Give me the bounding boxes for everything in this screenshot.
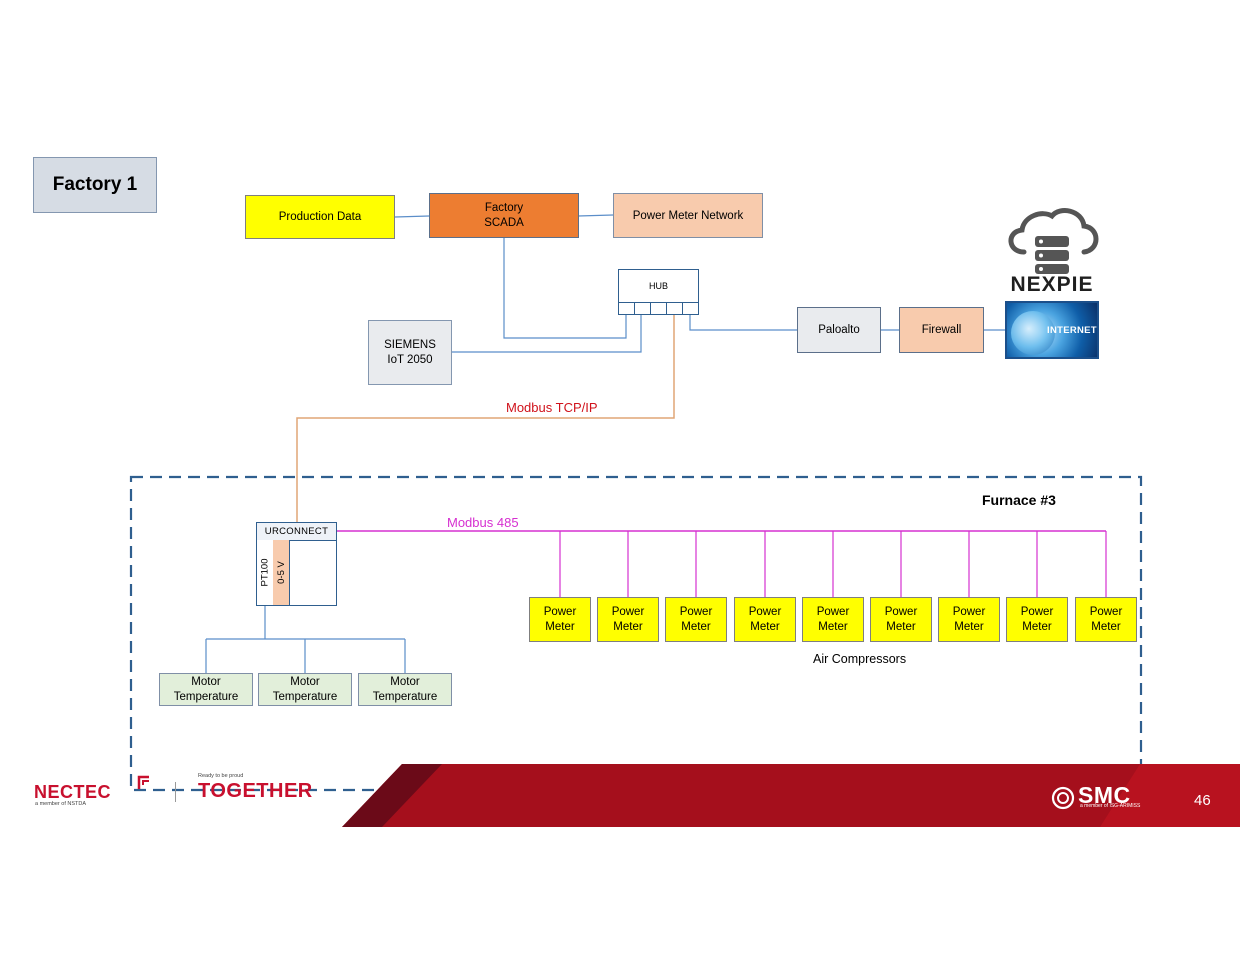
power-meter-label: Power Meter (543, 605, 577, 633)
pt100-slot: PT100 (257, 540, 274, 605)
factory-scada-label: Factory SCADA (484, 201, 524, 229)
power-meter-box: Power Meter (938, 597, 1000, 642)
motor-temperature-label: Motor Temperature (272, 675, 338, 703)
smc-logo-icon (1051, 786, 1075, 810)
power-meter-box: Power Meter (597, 597, 659, 642)
siemens-label: SIEMENS IoT 2050 (384, 338, 436, 366)
power-meter-label: Power Meter (816, 605, 850, 633)
link-production-scada (394, 215, 430, 218)
internet-label: INTERNET (1047, 325, 1097, 336)
power-meter-network-label: Power Meter Network (632, 209, 744, 222)
power-meter-label: Power Meter (748, 605, 782, 633)
power-meter-network-box: Power Meter Network (613, 193, 763, 238)
smc-logo: SMC (1078, 782, 1131, 808)
volt-slot: 0-5 V (273, 540, 290, 605)
together-tagline: Ready to be proud (198, 773, 244, 779)
production-data-box: Production Data (245, 195, 395, 239)
hub-port (651, 303, 667, 314)
link-siemens-hub (452, 315, 642, 353)
paloalto-label: Paloalto (818, 324, 860, 336)
page-number: 46 (1194, 792, 1211, 809)
power-meter-drops (559, 531, 1107, 597)
urconnect-device: URCONNECT PT100 0-5 V (256, 522, 337, 606)
modbus-tcp-label: Modbus TCP/IP (506, 400, 598, 415)
modbus-485-label: Modbus 485 (447, 515, 519, 530)
power-meter-box: Power Meter (665, 597, 727, 642)
link-scada-hub (503, 238, 627, 339)
firewall-box: Firewall (899, 307, 984, 353)
motor-temperature-box: Motor Temperature (358, 673, 452, 706)
nectec-logo: NECTEC (34, 782, 112, 802)
power-meter-label: Power Meter (884, 605, 918, 633)
together-logo: TOGETHER (198, 780, 313, 802)
urconnect-label: URCONNECT (264, 526, 329, 537)
air-compressors-label: Air Compressors (813, 652, 907, 666)
link-hub-paloalto (689, 315, 797, 331)
footer-banner (342, 764, 1240, 827)
hub-port (667, 303, 683, 314)
siemens-box: SIEMENS IoT 2050 (368, 320, 452, 385)
motor-temperature-label: Motor Temperature (372, 675, 438, 703)
power-meter-label: Power Meter (952, 605, 986, 633)
nectec-mark-icon (137, 775, 149, 789)
nexpie-logo: NEXPIE (1010, 273, 1094, 296)
slide-title-text: Factory 1 (52, 174, 138, 195)
power-meter-box: Power Meter (870, 597, 932, 642)
internet-image: INTERNET (1005, 301, 1099, 359)
motor-temperature-box: Motor Temperature (258, 673, 352, 706)
hub-port (635, 303, 651, 314)
hub-port (619, 303, 635, 314)
power-meter-label: Power Meter (611, 605, 645, 633)
slide-title: Factory 1 (33, 157, 157, 213)
link-scada-powermeter (577, 214, 614, 217)
nectec-subtitle: a member of NSTDA (35, 801, 87, 807)
nexpie-cloud-icon (1008, 208, 1099, 274)
power-meter-box: Power Meter (1075, 597, 1137, 642)
volt-label: 0-5 V (275, 561, 287, 584)
production-data-label: Production Data (278, 211, 362, 223)
modbus-tcp-line (296, 315, 675, 523)
pt100-label: PT100 (259, 558, 271, 587)
smc-subtitle: a member of ISG-ARIMISS (1080, 803, 1141, 809)
hub-ports (619, 302, 698, 314)
urconnect-header: URCONNECT (257, 523, 336, 541)
power-meter-label: Power Meter (679, 605, 713, 633)
power-meter-box: Power Meter (734, 597, 796, 642)
factory-scada-box: Factory SCADA (429, 193, 579, 238)
paloalto-box: Paloalto (797, 307, 881, 353)
power-meter-box: Power Meter (1006, 597, 1068, 642)
hub-port (683, 303, 698, 314)
motor-temperature-label: Motor Temperature (173, 675, 239, 703)
furnace-title: Furnace #3 (982, 492, 1056, 508)
power-meter-box: Power Meter (802, 597, 864, 642)
power-meter-label: Power Meter (1089, 605, 1123, 633)
motor-temperature-box: Motor Temperature (159, 673, 253, 706)
hub-label: HUB (648, 281, 668, 291)
hub-box: HUB (618, 269, 699, 315)
power-meter-label: Power Meter (1020, 605, 1054, 633)
footer-divider (175, 782, 176, 802)
internet-globe-icon (1011, 311, 1055, 355)
firewall-label: Firewall (921, 324, 962, 336)
power-meter-box: Power Meter (529, 597, 591, 642)
